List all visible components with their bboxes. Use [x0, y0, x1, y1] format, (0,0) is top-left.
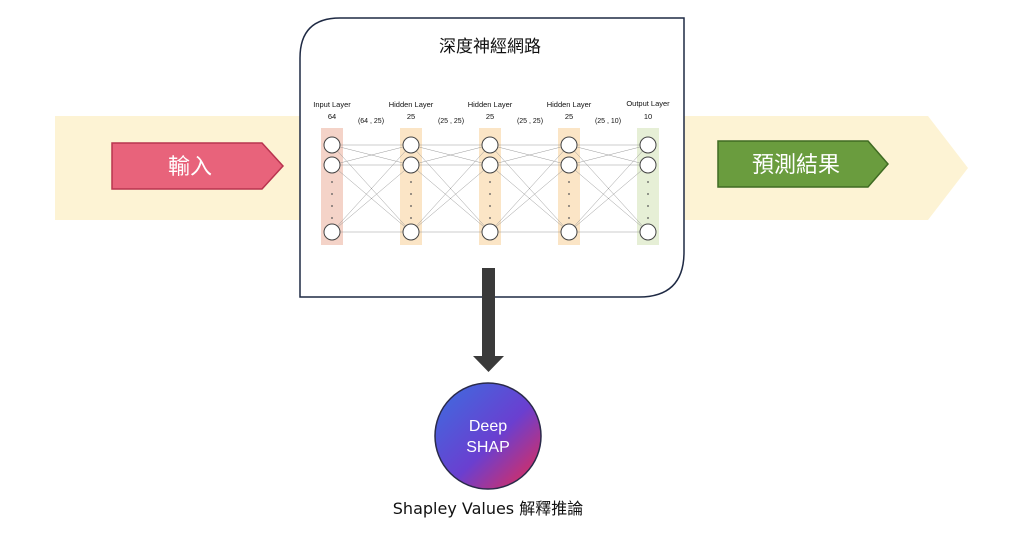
neuron: [481, 223, 499, 241]
ellipsis-dot: [489, 193, 491, 195]
connection-line: [489, 164, 570, 233]
connection-line: [568, 144, 649, 166]
ellipsis-dot: [489, 217, 491, 219]
layer-connections: [331, 144, 649, 233]
input-label: 輸入: [168, 155, 212, 180]
ellipsis-dot: [647, 193, 649, 195]
weight-shape-3: (25 , 10): [595, 118, 621, 125]
down-arrow: [473, 268, 504, 372]
layer-2-size: 25: [486, 112, 494, 121]
ellipsis-dot: [568, 217, 570, 219]
caption: Shapley Values 解釋推論: [393, 499, 583, 518]
neuron: [402, 136, 420, 154]
deepshap-node: Deep SHAP: [434, 382, 542, 490]
ellipsis-dot: [568, 193, 570, 195]
ellipsis-dot: [568, 181, 570, 183]
ellipsis-dot: [647, 217, 649, 219]
ellipsis-dot: [568, 205, 570, 207]
ellipsis-dot: [331, 193, 333, 195]
ellipsis-dot: [331, 181, 333, 183]
neuron: [402, 156, 420, 174]
connection-line: [331, 144, 412, 233]
ellipsis-dot: [647, 205, 649, 207]
neuron: [323, 136, 341, 154]
explainer-line-1: Deep: [469, 418, 507, 435]
connection-line: [331, 144, 412, 166]
connection-line: [568, 144, 649, 233]
layer-column-hidden-2: [479, 128, 501, 245]
connection-line: [410, 164, 491, 233]
ellipsis-dot: [410, 181, 412, 183]
ellipsis-dot: [331, 205, 333, 207]
layer-0-size: 64: [328, 112, 336, 121]
explainer-line-2: SHAP: [466, 439, 510, 456]
layer-column-hidden-1: [400, 128, 422, 245]
neuron: [481, 136, 499, 154]
neuron: [639, 223, 657, 241]
layer-2-name: Hidden Layer: [468, 100, 513, 109]
connection-line: [410, 144, 491, 233]
layer-1-name: Hidden Layer: [389, 100, 434, 109]
neuron: [323, 156, 341, 174]
ellipsis-dot: [410, 193, 412, 195]
layer-3-size: 25: [565, 112, 573, 121]
neuron: [481, 156, 499, 174]
ellipsis-dot: [489, 181, 491, 183]
ellipsis-dot: [410, 217, 412, 219]
input-arrow: 輸入: [111, 142, 285, 190]
layer-4-size: 10: [644, 112, 652, 121]
connection-line: [489, 144, 570, 233]
layer-column-input: [321, 128, 343, 245]
ellipsis-dot: [331, 217, 333, 219]
connection-line: [331, 164, 412, 233]
output-label: 預測結果: [752, 153, 840, 178]
layer-3-name: Hidden Layer: [547, 100, 592, 109]
neuron: [639, 156, 657, 174]
layer-4-name: Output Layer: [626, 99, 670, 108]
neuron: [560, 136, 578, 154]
connection-line: [489, 144, 570, 166]
neuron: [402, 223, 420, 241]
layer-column-output: [637, 128, 659, 245]
weight-shape-0: (64 , 25): [358, 118, 384, 125]
neuron: [639, 136, 657, 154]
network-title: 深度神經網路: [439, 37, 541, 57]
connection-line: [410, 144, 491, 166]
neuron: [560, 156, 578, 174]
layer-column-hidden-3: [558, 128, 580, 245]
layer-1-size: 25: [407, 112, 415, 121]
layer-0-name: Input Layer: [313, 100, 351, 109]
weight-shape-1: (25 , 25): [438, 118, 464, 125]
neuron: [560, 223, 578, 241]
output-arrow: 預測結果: [717, 140, 889, 188]
ellipsis-dot: [489, 205, 491, 207]
ellipsis-dot: [410, 205, 412, 207]
connection-line: [568, 164, 649, 233]
ellipsis-dot: [647, 181, 649, 183]
neurons: [323, 136, 657, 241]
weight-shape-2: (25 , 25): [517, 118, 543, 125]
neuron: [323, 223, 341, 241]
